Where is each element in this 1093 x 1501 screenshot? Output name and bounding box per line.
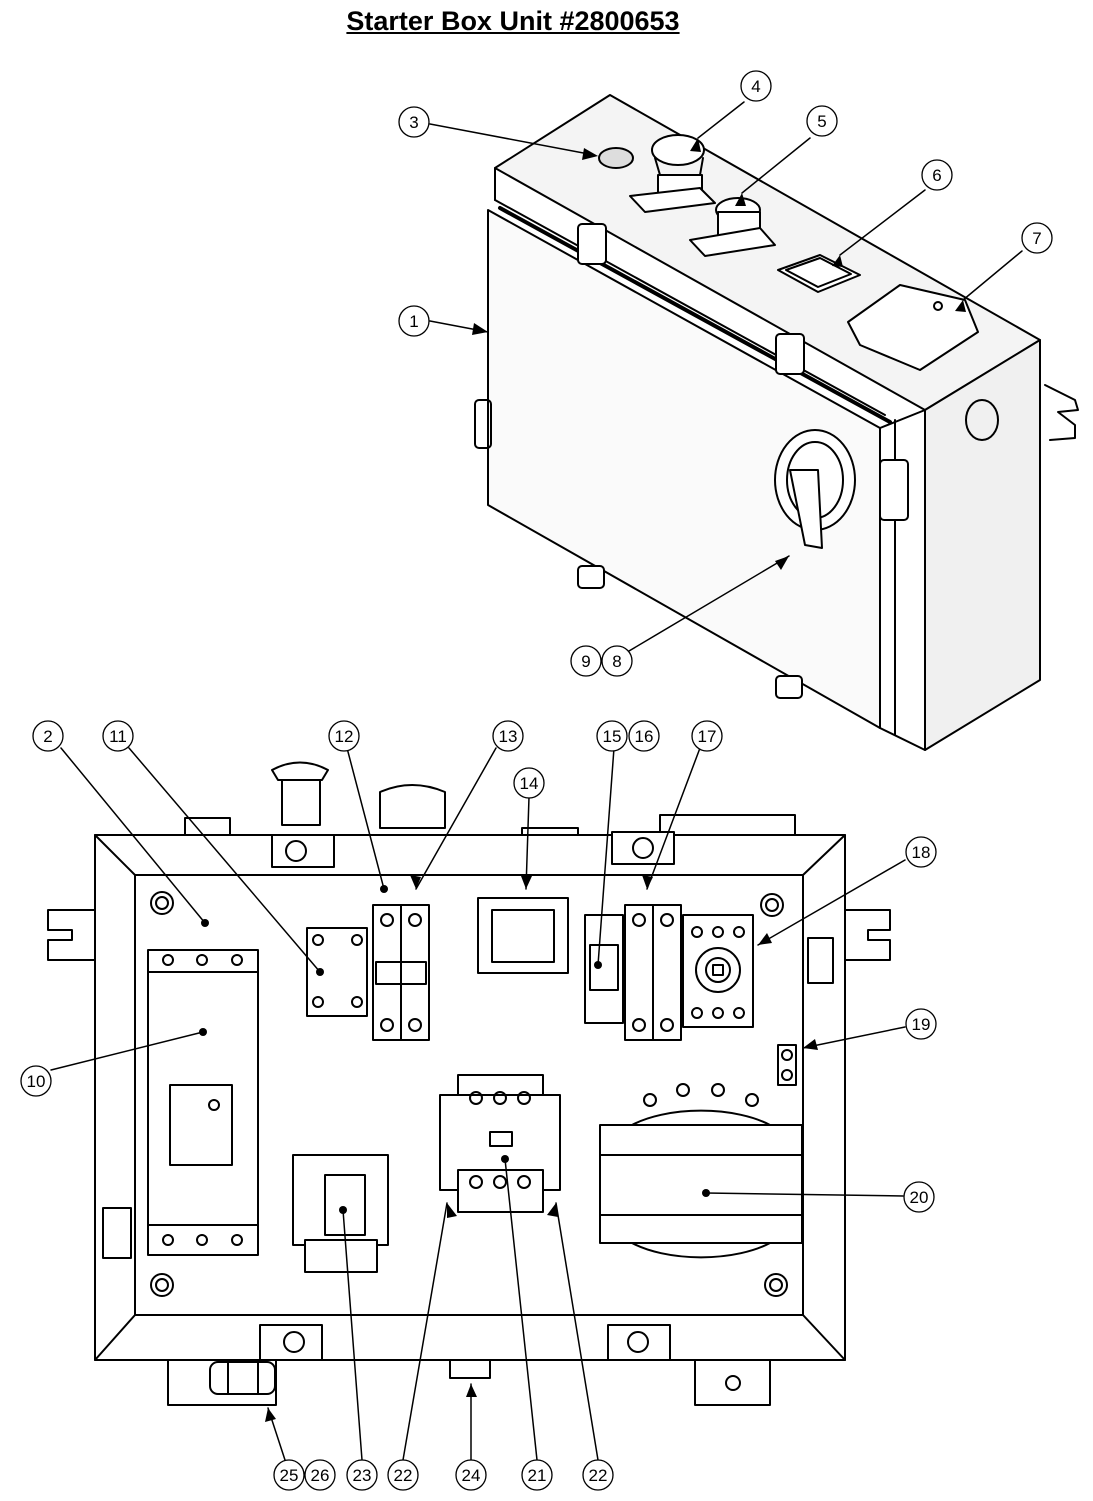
callout-5: 5 [806, 105, 838, 137]
callout-16: 16 [628, 720, 660, 752]
svg-text:6: 6 [932, 166, 941, 185]
callout-17: 17 [691, 720, 723, 752]
callout-22-right: 22 [582, 1459, 614, 1491]
callout-4: 4 [740, 70, 772, 102]
svg-text:3: 3 [409, 113, 418, 132]
svg-text:17: 17 [698, 727, 717, 746]
svg-text:9: 9 [581, 652, 590, 671]
callout-13: 13 [492, 720, 524, 752]
svg-text:8: 8 [612, 652, 621, 671]
callout-10: 10 [20, 1065, 52, 1097]
svg-text:2: 2 [43, 727, 52, 746]
callout-9: 9 [570, 645, 602, 677]
svg-text:22: 22 [394, 1466, 413, 1485]
callout-6: 6 [921, 159, 953, 191]
leader-lines [50, 101, 1023, 1461]
enclosure-interior-view [47, 761, 891, 1406]
svg-text:5: 5 [817, 112, 826, 131]
svg-text:16: 16 [635, 727, 654, 746]
svg-text:14: 14 [520, 774, 539, 793]
callout-18: 18 [905, 836, 937, 868]
callouts: 1 2 3 4 5 6 7 8 9 10 11 12 13 14 15 16 1… [20, 70, 1053, 1491]
svg-text:26: 26 [311, 1466, 330, 1485]
svg-text:10: 10 [27, 1072, 46, 1091]
callout-7: 7 [1021, 222, 1053, 254]
svg-text:1: 1 [409, 312, 418, 331]
callout-22-left: 22 [387, 1459, 419, 1491]
arrowheads [199, 138, 966, 1422]
callout-21: 21 [521, 1459, 553, 1491]
callout-12: 12 [328, 720, 360, 752]
callout-25: 25 [273, 1459, 305, 1491]
svg-text:4: 4 [751, 77, 760, 96]
svg-text:24: 24 [462, 1466, 481, 1485]
callout-23: 23 [346, 1459, 378, 1491]
diagram-title: Starter Box Unit #2800653 [346, 6, 680, 36]
svg-text:18: 18 [912, 843, 931, 862]
svg-text:23: 23 [353, 1466, 372, 1485]
enclosure-isometric-view [474, 94, 1079, 751]
svg-text:13: 13 [499, 727, 518, 746]
callout-24: 24 [455, 1459, 487, 1491]
callout-19: 19 [905, 1008, 937, 1040]
callout-26: 26 [304, 1459, 336, 1491]
callout-3: 3 [398, 106, 430, 138]
callout-14: 14 [513, 767, 545, 799]
callout-15: 15 [596, 720, 628, 752]
svg-text:19: 19 [912, 1015, 931, 1034]
svg-text:22: 22 [589, 1466, 608, 1485]
callout-2: 2 [32, 720, 64, 752]
svg-text:15: 15 [603, 727, 622, 746]
callout-1: 1 [398, 305, 430, 337]
callout-11: 11 [102, 720, 134, 752]
svg-text:20: 20 [910, 1188, 929, 1207]
svg-text:12: 12 [335, 727, 354, 746]
callout-8: 8 [601, 645, 633, 677]
svg-text:11: 11 [109, 727, 127, 746]
svg-text:21: 21 [528, 1466, 547, 1485]
svg-text:25: 25 [280, 1466, 299, 1485]
callout-20: 20 [903, 1181, 935, 1213]
svg-text:7: 7 [1032, 229, 1041, 248]
